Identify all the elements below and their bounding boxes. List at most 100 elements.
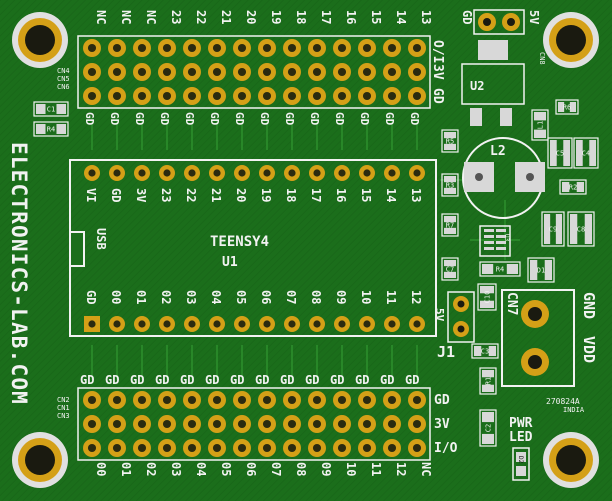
j1-5v-label: 5V [433,308,446,322]
smd-part: R5 [441,129,459,153]
header-pad [333,415,351,433]
top-col-label: 19 [269,10,283,24]
module-bottom-pin-label: 08 [309,290,323,304]
module-top-pin-label: 17 [309,188,323,202]
header-pad [383,63,401,81]
bottom-col-label: 09 [319,462,333,476]
module-bottom-pin [209,316,225,332]
module-bottom-pin-label: 12 [409,290,423,304]
header-pad [83,415,101,433]
side-branding: ELECTRONICS-LAB.COM [7,142,31,405]
bottom-col-label: 06 [244,462,258,476]
header-pad [258,415,276,433]
header-pad [408,439,426,457]
header-pad [233,87,251,105]
smd-part: R3 [441,173,459,197]
module-bottom-pin-label: 09 [334,290,348,304]
top-gd-label: GD [333,112,346,126]
bottom-col-label: 03 [169,462,183,476]
bottom-conn-label: CN2 [57,396,70,404]
top-col-label: NC [94,10,108,24]
module-top-pin-label: VI [84,188,98,202]
smd-part-label: C7 [446,266,454,274]
bottom-gd-label: GD [105,373,119,387]
bottom-col-label: 04 [194,462,208,476]
smd-part: C9 [541,211,565,247]
smd-part-label: R4 [47,126,55,134]
module-top-pin [259,165,275,181]
smd-part-label: L1 [537,121,545,129]
bottom-col-label: 12 [394,462,408,476]
smd-part-label: R6 [563,104,571,112]
header-pad [108,87,126,105]
header-pad [258,63,276,81]
top-col-label: 14 [394,10,408,24]
smd-part: C1 [33,101,69,117]
bottom-col-label: 08 [294,462,308,476]
header-pad [358,439,376,457]
header-pad [233,415,251,433]
smd-part-label: R7 [446,222,454,230]
header-pad [183,87,201,105]
header-pad [133,63,151,81]
module-top-pin-label: 18 [284,188,298,202]
smd-part-label: C4 [582,150,590,158]
bottom-col-label: 11 [369,462,383,476]
bottom-gd-label: GD [180,373,194,387]
header-pad [308,87,326,105]
top-gd-label: GD [283,112,296,126]
module-top-pin [184,165,200,181]
header-pad [158,415,176,433]
module-bottom-pin [309,316,325,332]
module-bottom-pin-label: GD [84,290,98,304]
header-pad [108,391,126,409]
bottom-col-label: 02 [144,462,158,476]
d2-label: D2 [517,456,524,464]
module-bottom-pin [159,316,175,332]
header-pad [258,87,276,105]
module-bottom-pin-label: 02 [159,290,173,304]
top-col-label: 13 [419,10,433,24]
bottom-row-label: GD [434,393,450,408]
header-pad [233,39,251,57]
module-top-pin [359,165,375,181]
smd-part-label: R1 [485,377,493,385]
bottom-gd-label: GD [355,373,369,387]
board-origin: INDIA [563,406,585,414]
header-pad [208,63,226,81]
header-pad [358,415,376,433]
smd-part-label: D1 [537,267,545,275]
bottom-col-label: 00 [94,462,108,476]
bottom-row-label: 3V [434,417,450,432]
bottom-row-label: I/O [434,441,458,456]
header-pad [83,63,101,81]
header-pad [383,87,401,105]
module-bottom-pin [409,316,425,332]
module-top-pin-label: 22 [184,188,198,202]
module-bottom-pin [334,316,350,332]
bottom-col-label: NC [419,462,433,476]
header-pad [208,87,226,105]
module-bottom-pin [259,316,275,332]
header-pad [233,439,251,457]
header-pad [283,439,301,457]
smd-part: L1 [531,109,549,141]
header-pad [308,39,326,57]
power-section: GD 5V CN8 U2 L2 U3 CN7 VDD GND [433,9,598,481]
header-pad [133,391,151,409]
gd-label: GD [460,10,474,24]
top-gd-label: GD [208,112,221,126]
module-top-pin [209,165,225,181]
module-bottom-pin-label: 07 [284,290,298,304]
module-bottom-pin [234,316,250,332]
top-col-label: 15 [369,10,383,24]
top-gd-label: GD [83,112,96,126]
module-top-pin-label: 14 [384,188,398,202]
header-pad [158,63,176,81]
j1-label: J1 [437,343,455,361]
top-gd-label: GD [158,112,171,126]
module-top-pin-label: GD [109,188,123,202]
header-pad [283,415,301,433]
header-pad [408,391,426,409]
